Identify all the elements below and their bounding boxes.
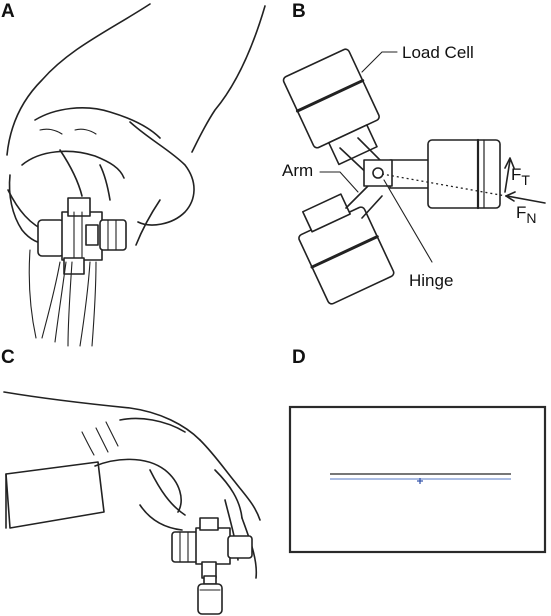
load-cell-right xyxy=(389,138,501,210)
crosshair-marker xyxy=(417,478,423,484)
panel-c-letter: C xyxy=(1,347,15,368)
hinge-pin xyxy=(372,167,384,179)
load-cell-lower xyxy=(298,193,395,305)
label-arm: Arm xyxy=(282,161,313,180)
label-load-cell: Load Cell xyxy=(402,43,474,62)
panel-c-hand-drawing xyxy=(3,391,261,615)
hinge-leader xyxy=(383,179,433,263)
force-dotted-line xyxy=(381,173,507,197)
panel-b-letter: B xyxy=(292,1,306,22)
load-cell-leader xyxy=(361,51,398,73)
label-hinge: Hinge xyxy=(409,271,453,290)
load-cell-upper xyxy=(282,48,380,166)
panel-a-letter: A xyxy=(1,1,15,22)
panel-d-letter: D xyxy=(292,347,306,368)
label-ft: FT xyxy=(511,165,530,188)
panel-b-schematic xyxy=(282,48,546,305)
arm-leader xyxy=(319,171,359,193)
label-fn: FN xyxy=(516,203,537,226)
panel-a-hand-drawing xyxy=(6,3,266,347)
panel-d-display xyxy=(288,405,547,554)
